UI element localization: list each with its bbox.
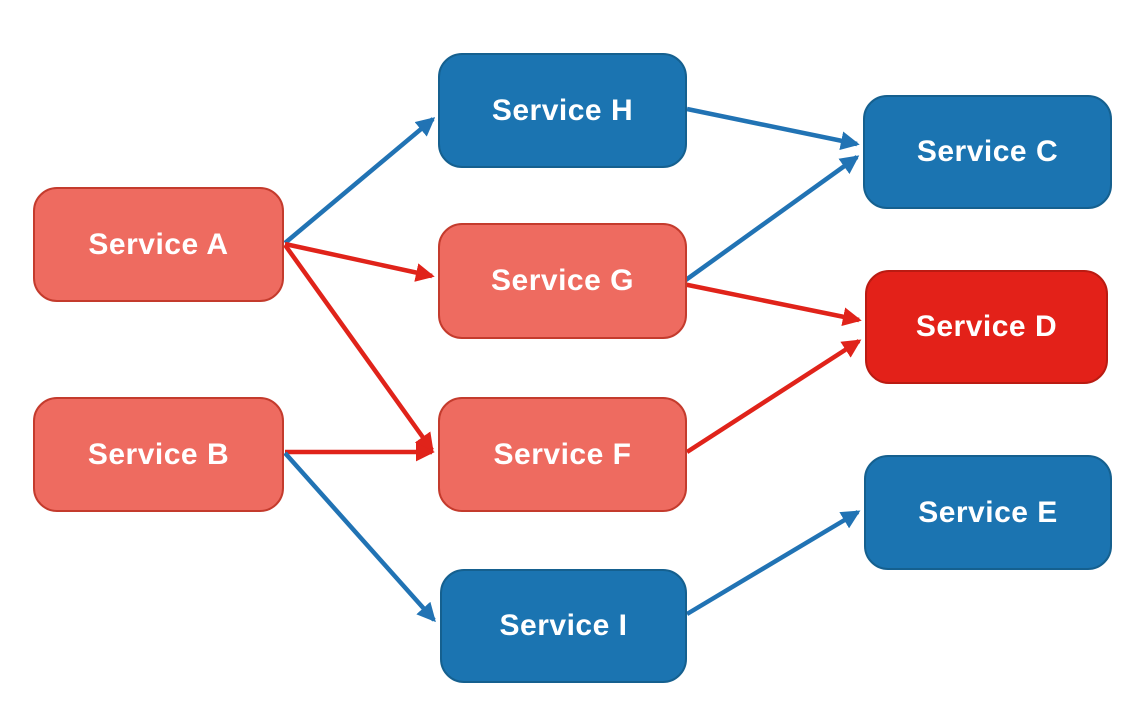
edge-arrow-a-to-g — [284, 241, 435, 282]
node-label: Service B — [87, 437, 230, 471]
node-service-h: Service H — [438, 53, 687, 168]
node-label: Service H — [491, 93, 634, 127]
node-label: Service I — [499, 609, 628, 642]
edge-arrow-a-to-f — [283, 243, 434, 453]
node-label: Service E — [918, 495, 1058, 529]
edge-arrow-g-to-d — [682, 281, 862, 327]
node-label: Service C — [916, 135, 1059, 168]
node-service-a: Service A — [33, 187, 284, 302]
node-service-e: Service E — [864, 455, 1112, 570]
node-service-c: Service C — [863, 95, 1112, 209]
node-service-d: Service D — [865, 270, 1108, 384]
edge-arrow-b-to-i — [283, 451, 436, 623]
edge-arrow-f-to-d — [685, 339, 862, 454]
node-label: Service G — [491, 264, 634, 297]
node-label: Service A — [88, 227, 229, 261]
edge-arrow-a-to-h — [283, 117, 436, 245]
node-label: Service F — [493, 437, 632, 471]
node-service-b: Service B — [33, 397, 284, 512]
node-service-f: Service F — [438, 397, 687, 512]
node-service-i: Service I — [440, 569, 687, 683]
edge-arrow-g-to-c — [681, 155, 860, 284]
node-service-g: Service G — [438, 223, 687, 339]
edge-arrow-h-to-c — [686, 106, 860, 151]
edge-arrow-i-to-e — [685, 510, 861, 616]
node-label: Service D — [915, 310, 1058, 343]
